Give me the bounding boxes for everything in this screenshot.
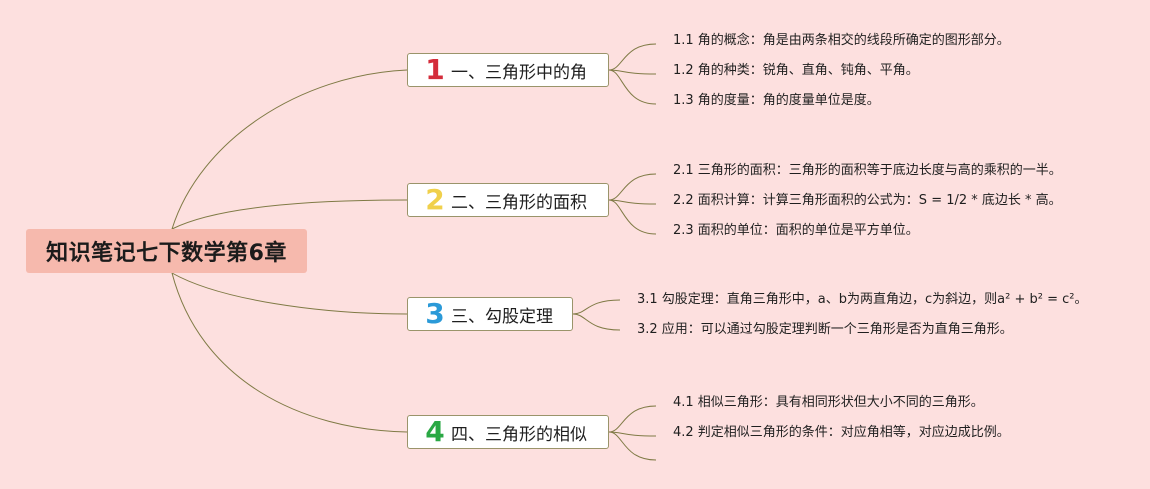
- connector-branch-3-leaf-1: [572, 299, 621, 315]
- number-3-icon: 3: [425, 297, 445, 330]
- leaf-topic-2-2[interactable]: 2.2 面积计算：计算三角形面积的公式为：S = 1/2 * 底边长 * 高。: [673, 193, 1062, 208]
- leaf-topic-1-2[interactable]: 1.2 角的种类：锐角、直角、钝角、平角。: [673, 63, 919, 78]
- connector-branch-2-leaf-3: [608, 199, 657, 235]
- connector-branch-3-leaf-2: [572, 313, 621, 331]
- branch-topic-label: 二、三角形的面积: [451, 192, 587, 213]
- leaf-topic-4-2[interactable]: 4.2 判定相似三角形的条件：对应角相等，对应边成比例。: [673, 425, 1010, 440]
- connector-root-branch-1: [171, 69, 408, 230]
- leaf-topic-2-1[interactable]: 2.1 三角形的面积：三角形的面积等于底边长度与高的乘积的一半。: [673, 163, 1062, 178]
- branch-topic-label: 三、勾股定理: [451, 306, 553, 327]
- connector-branch-4-leaf-1: [608, 405, 657, 433]
- branch-topic-2[interactable]: 2 二、三角形的面积: [407, 183, 609, 217]
- branch-topic-label: 一、三角形中的角: [451, 62, 587, 83]
- branch-topic-label: 四、三角形的相似: [451, 424, 587, 445]
- leaf-topic-3-2[interactable]: 3.2 应用：可以通过勾股定理判断一个三角形是否为直角三角形。: [637, 322, 1013, 337]
- branch-topic-3[interactable]: 3 三、勾股定理: [407, 297, 573, 331]
- connector-branch-2-leaf-1: [608, 173, 657, 201]
- connector-root-branch-2: [171, 199, 408, 230]
- connector-branch-1-leaf-3: [608, 69, 657, 105]
- leaf-topic-3-1[interactable]: 3.1 勾股定理：直角三角形中，a、b为两直角边，c为斜边，则a² + b² =…: [637, 292, 1088, 307]
- number-1-icon: 1: [425, 53, 445, 86]
- leaf-topic-2-3[interactable]: 2.3 面积的单位：面积的单位是平方单位。: [673, 223, 919, 238]
- branch-topic-1[interactable]: 1 一、三角形中的角: [407, 53, 609, 87]
- connector-branch-1-leaf-1: [608, 43, 657, 71]
- leaf-topic-1-1[interactable]: 1.1 角的概念：角是由两条相交的线段所确定的图形部分。: [673, 33, 1010, 48]
- leaf-topic-4-1[interactable]: 4.1 相似三角形：具有相同形状但大小不同的三角形。: [673, 395, 984, 410]
- connector-root-branch-3: [171, 272, 408, 315]
- connector-root-branch-4: [171, 272, 408, 433]
- root-topic-label: 知识笔记七下数学第6章: [46, 241, 287, 266]
- branch-topic-4[interactable]: 4 四、三角形的相似: [407, 415, 609, 449]
- root-topic[interactable]: 知识笔记七下数学第6章: [26, 229, 307, 273]
- number-2-icon: 2: [425, 183, 445, 216]
- leaf-topic-1-3[interactable]: 1.3 角的度量：角的度量单位是度。: [673, 93, 880, 108]
- number-4-icon: 4: [425, 415, 445, 448]
- connector-branch-4-leaf-3: [608, 431, 657, 461]
